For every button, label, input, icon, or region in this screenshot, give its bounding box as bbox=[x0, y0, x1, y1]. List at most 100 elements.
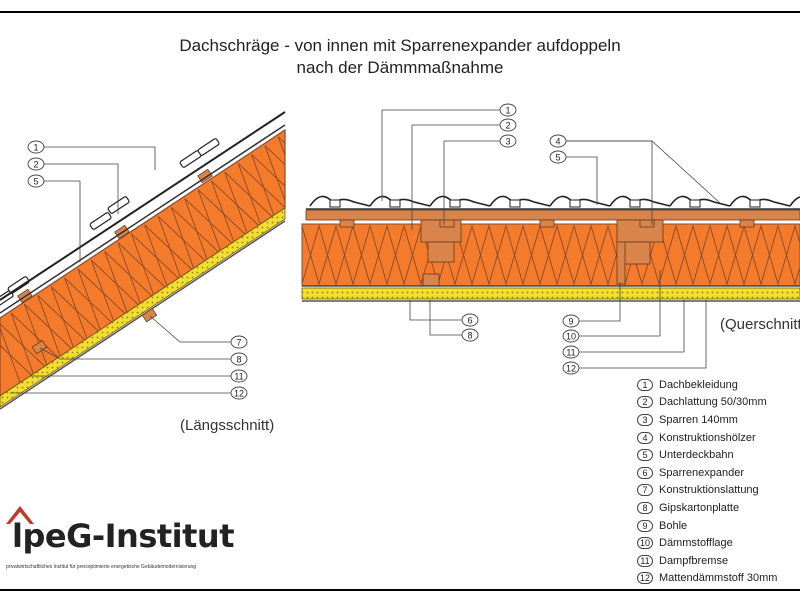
callout-right-4-label: 4 bbox=[555, 137, 560, 147]
right-roof-tiles bbox=[309, 195, 800, 228]
callout-right-1-label: 1 bbox=[505, 106, 510, 116]
callout-right-1: 1 bbox=[499, 103, 517, 117]
callout-left-12-label: 12 bbox=[234, 389, 244, 399]
leader-lines bbox=[10, 109, 721, 394]
left-mineral-wool-dots bbox=[0, 208, 285, 407]
legend-item-label: Dampfbremse bbox=[659, 554, 729, 567]
callout-left-2: 2 bbox=[27, 157, 45, 171]
legend-item-label: Dachlattung 50/30mm bbox=[659, 396, 767, 409]
legend-item-label: Konstruktionslattung bbox=[659, 484, 759, 497]
logo-subtitle: privatwirtschaftliches Institut für prei… bbox=[6, 564, 197, 570]
legend-item: 3 Sparren 140mm bbox=[637, 411, 777, 429]
legend-item: 6 Sparrenexpander bbox=[637, 464, 777, 482]
callout-left-1: 1 bbox=[27, 140, 45, 154]
left-counter-batten bbox=[141, 307, 158, 323]
diagram-title-line2: nach der Dämmmaßnahme bbox=[296, 58, 504, 77]
callout-left-8: 8 bbox=[230, 352, 248, 366]
right-tile bbox=[789, 196, 800, 207]
right-construction-timber bbox=[539, 219, 555, 228]
left-tile-profile bbox=[7, 276, 30, 294]
legend-item-label: Unterdeckbahn bbox=[659, 449, 734, 462]
legend-item-number: 9 bbox=[637, 519, 653, 532]
legend-item-number: 2 bbox=[637, 396, 653, 409]
right-tile-hook bbox=[329, 199, 341, 208]
cross-section bbox=[301, 195, 800, 302]
right-tile-hook bbox=[629, 199, 641, 208]
right-batten-strip bbox=[305, 209, 800, 221]
right-tile-hook bbox=[449, 199, 461, 208]
legend-item-number: 6 bbox=[637, 466, 653, 479]
legend-item-number: 5 bbox=[637, 449, 653, 462]
callout-left-11-label: 11 bbox=[234, 372, 243, 382]
callout-left-2-label: 2 bbox=[33, 160, 38, 170]
left-tile-profile bbox=[89, 212, 112, 230]
callout-right-9: 9 bbox=[562, 314, 580, 328]
callout-right-3: 3 bbox=[499, 134, 517, 148]
right-construction-timber bbox=[339, 219, 355, 228]
right-construction-timber bbox=[639, 219, 655, 228]
legend-item-number: 3 bbox=[637, 413, 653, 426]
callout-left-5-label: 5 bbox=[33, 177, 38, 187]
longitudinal-section bbox=[0, 111, 286, 410]
callout-right-11: 11 bbox=[562, 345, 580, 359]
callout-left-7-label: 7 bbox=[236, 338, 241, 348]
rafter-1-lower bbox=[427, 241, 455, 263]
expander-block bbox=[422, 273, 440, 287]
legend-item: 11 Dampfbremse bbox=[637, 552, 777, 570]
right-rafters bbox=[420, 219, 664, 287]
callout-right-11-label: 11 bbox=[566, 348, 575, 358]
callout-left-11: 11 bbox=[230, 369, 248, 383]
legend-item-label: Bohle bbox=[659, 519, 688, 532]
callout-right-2-label: 2 bbox=[505, 121, 510, 131]
legend-item-number: 1 bbox=[637, 378, 653, 391]
legend-item-label: Konstruktionshölzer bbox=[659, 431, 756, 444]
callout-right-10: 10 bbox=[562, 329, 580, 343]
diagram-title-line1: Dachschräge - von innen mit Sparrenexpan… bbox=[179, 36, 621, 55]
right-construction-timber bbox=[439, 219, 455, 228]
right-insulation-pattern bbox=[302, 224, 800, 286]
rafter-2-lower bbox=[623, 241, 651, 265]
legend-item-label: Sparrenexpander bbox=[659, 466, 745, 479]
legend-item-number: 10 bbox=[637, 537, 653, 550]
legend-item: 9 Bohle bbox=[637, 517, 777, 535]
right-construction-timber bbox=[739, 219, 755, 228]
callout-right-5: 5 bbox=[549, 150, 567, 164]
callout-left-5: 5 bbox=[27, 174, 45, 188]
callout-right-12-label: 12 bbox=[566, 364, 576, 374]
callout-right-12: 12 bbox=[562, 361, 580, 375]
logo-wordmark: lpeG-Institut bbox=[12, 517, 235, 555]
right-tile-hook bbox=[689, 199, 701, 208]
callout-left-12: 12 bbox=[230, 386, 248, 400]
callout-right-8: 8 bbox=[461, 328, 479, 342]
left-counter-batten bbox=[31, 339, 48, 355]
callout-right-6-label: 6 bbox=[467, 316, 472, 326]
callout-left-7: 7 bbox=[230, 335, 248, 349]
caption-querschnitt: (Querschnitt bbox=[720, 316, 800, 333]
callout-left-8-label: 8 bbox=[236, 355, 241, 365]
callout-right-4: 4 bbox=[549, 134, 567, 148]
legend-item: 5 Unterdeckbahn bbox=[637, 446, 777, 464]
left-tile-profile bbox=[179, 150, 202, 168]
legend-item-number: 11 bbox=[637, 554, 653, 567]
callout-right-10-label: 10 bbox=[566, 332, 576, 342]
legend-item: 7 Konstruktionslattung bbox=[637, 482, 777, 500]
bohle bbox=[616, 241, 626, 285]
legend-item-number: 7 bbox=[637, 484, 653, 497]
legend-item-label: Mattendämmstoff 30mm bbox=[659, 572, 778, 585]
left-tile-profile bbox=[197, 138, 220, 156]
callout-right-8-label: 8 bbox=[467, 331, 472, 341]
left-tile-profile bbox=[107, 196, 130, 214]
left-tile-line bbox=[0, 111, 286, 301]
left-underlay bbox=[0, 124, 286, 314]
legend-item-label: Sparren 140mm bbox=[659, 413, 738, 426]
callout-right-9-label: 9 bbox=[568, 317, 573, 327]
callout-left-1-label: 1 bbox=[33, 143, 38, 153]
right-tile-hook bbox=[389, 199, 401, 208]
logo-name-part2: -Institut bbox=[91, 517, 235, 555]
